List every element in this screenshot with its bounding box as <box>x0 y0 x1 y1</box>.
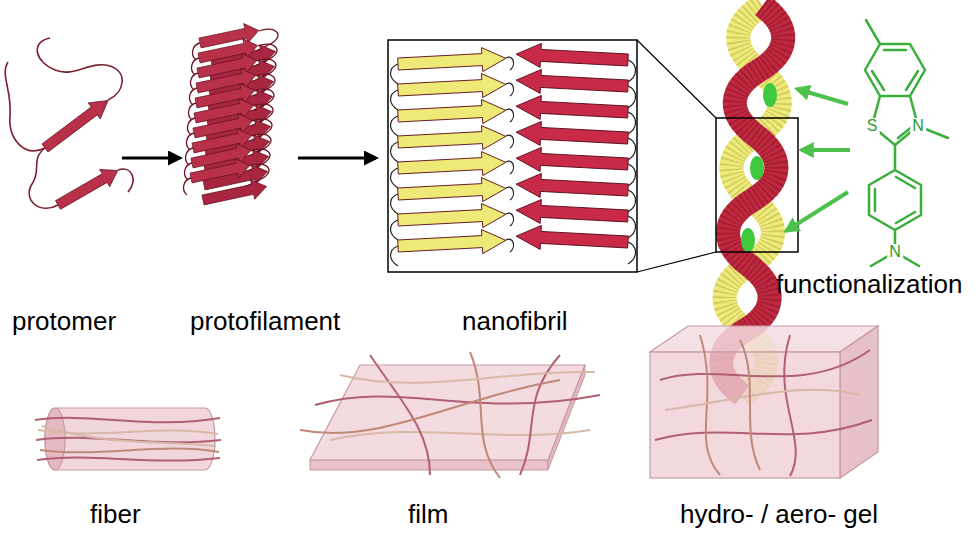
film-illustration <box>300 352 600 478</box>
stage-label: functionalization <box>776 270 962 299</box>
dye-spot <box>741 228 755 252</box>
material-label: hydro- / aero- gel <box>680 500 878 529</box>
process-arrow <box>122 157 180 160</box>
zoom-line <box>637 40 716 118</box>
fiber-illustration <box>35 408 221 470</box>
atom-label: N <box>910 118 926 134</box>
molecule-structure <box>865 20 948 266</box>
process-arrow <box>298 157 376 160</box>
stage-label: protofilament <box>190 307 340 336</box>
stage-label: nanofibril <box>462 307 568 336</box>
material-label: film <box>408 500 448 529</box>
protomer-illustration <box>5 38 133 214</box>
atom-label: S <box>865 118 880 134</box>
gel-illustration <box>650 326 878 478</box>
dye-spot <box>763 83 777 107</box>
binding-arrow <box>786 192 848 231</box>
binding-arrow <box>797 89 848 104</box>
atom-label: N <box>887 244 903 260</box>
zoom-line <box>637 252 716 272</box>
stage-label: protomer <box>12 307 116 336</box>
dye-spot <box>750 156 764 180</box>
nanofibril-inset <box>388 40 637 272</box>
binding-arrow <box>801 148 850 152</box>
protofilament-illustration <box>184 21 278 210</box>
zoom-box <box>716 118 798 252</box>
material-label: fiber <box>90 500 141 529</box>
